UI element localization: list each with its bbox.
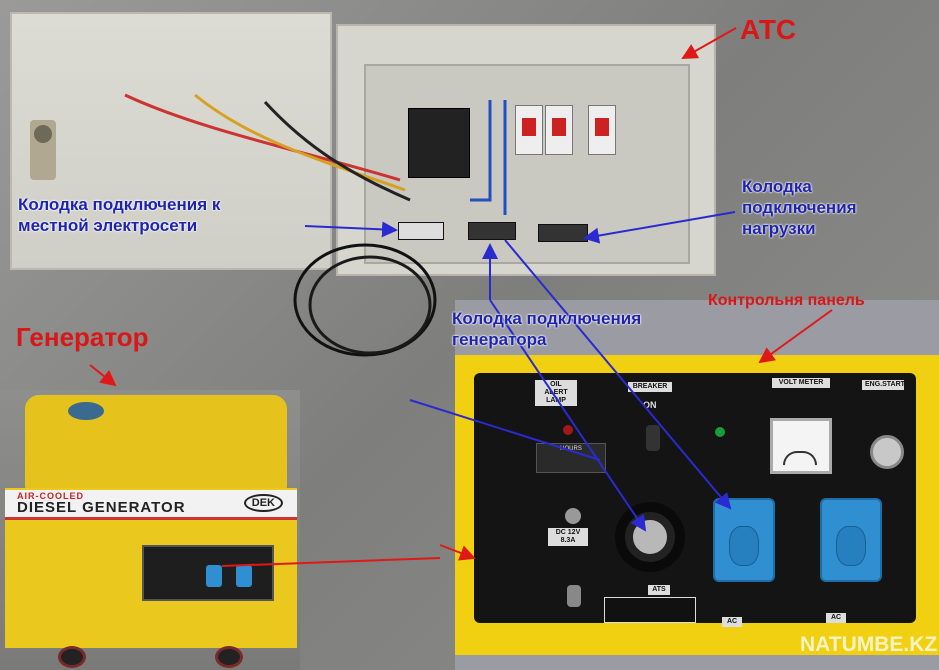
- ats-controller: [408, 108, 470, 178]
- ground-terminal: [567, 585, 581, 607]
- mains-terminal-block: [398, 222, 444, 240]
- label-generator: Генератор: [16, 322, 149, 352]
- label-mains-block: Колодка подключения к местной электросет…: [18, 194, 220, 236]
- breaker-label: BREAKER: [628, 382, 672, 392]
- spec-plate: [604, 597, 696, 623]
- wheel: [58, 646, 86, 668]
- ats-label: ATS: [648, 585, 670, 595]
- label-line: Колодка подключения: [452, 309, 642, 328]
- label-line: подключения: [742, 198, 857, 217]
- eng-start-label: ENG.START: [862, 380, 905, 390]
- lock-icon: [34, 125, 52, 143]
- oil-alert-label: OIL ALERT LAMP: [535, 380, 577, 406]
- oil-alert-lamp: [563, 425, 573, 435]
- ac-socket-2[interactable]: [820, 498, 882, 582]
- dc-label: DC 12V 8.3A: [548, 528, 588, 546]
- cable-coil: [308, 255, 432, 355]
- label-line: Колодка: [742, 177, 812, 196]
- band-large-text: DIESEL GENERATOR: [17, 499, 186, 516]
- band-small-text: AIR-COOLED: [17, 491, 84, 501]
- ac-label-2: AC: [826, 613, 846, 623]
- arrow-plug: [409, 399, 601, 461]
- label-line: генератора: [452, 330, 547, 349]
- cable-coil: [293, 243, 437, 357]
- contactor: [588, 105, 616, 155]
- power-lamp: [715, 427, 725, 437]
- label-control-panel: Контрольня панель: [708, 292, 865, 309]
- label-load-block: Колодка подключения нагрузки: [742, 176, 857, 239]
- arrow-panel-link: [221, 557, 441, 567]
- label-line: Колодка подключения к: [18, 195, 221, 214]
- label-line: местной электросети: [18, 216, 198, 235]
- arrow-control-panel: [758, 309, 833, 364]
- brand-logo: DEK: [243, 494, 283, 512]
- breaker-switch[interactable]: [646, 425, 660, 451]
- watermark: NATUMBE.KZ: [800, 633, 938, 656]
- ignition-key-switch[interactable]: [870, 435, 904, 469]
- label-ats: АТС: [740, 14, 797, 45]
- volt-meter-label: VOLT METER: [772, 378, 830, 388]
- generator-band: AIR-COOLED DIESEL GENERATOR DEK: [5, 490, 297, 520]
- wheel: [215, 646, 243, 668]
- cabinet-door: [10, 12, 332, 270]
- arrow-ats: [681, 27, 737, 59]
- arrow-gen-connector: [489, 299, 647, 532]
- wire: [194, 93, 406, 192]
- arrow-mains: [304, 221, 398, 238]
- generator-mini-panel: [142, 545, 274, 601]
- ac-socket-1[interactable]: [713, 498, 775, 582]
- contactor: [515, 105, 543, 155]
- volt-meter: [770, 418, 832, 474]
- fuel-cap: [68, 402, 104, 420]
- ac-label-1: AC: [722, 617, 742, 627]
- generator-terminal-block: [468, 222, 516, 240]
- arrow-socket: [504, 239, 732, 510]
- wire: [124, 93, 401, 182]
- on-label: ON: [643, 400, 657, 410]
- contactor: [545, 105, 573, 155]
- hours-label: HOURS: [560, 446, 582, 452]
- arrow-generator: [89, 364, 117, 387]
- arrow-load: [583, 211, 736, 244]
- label-generator-block: Колодка подключения генератора: [452, 308, 641, 350]
- dc-terminal: [565, 508, 581, 524]
- label-line: нагрузки: [742, 219, 816, 238]
- wire: [263, 100, 411, 202]
